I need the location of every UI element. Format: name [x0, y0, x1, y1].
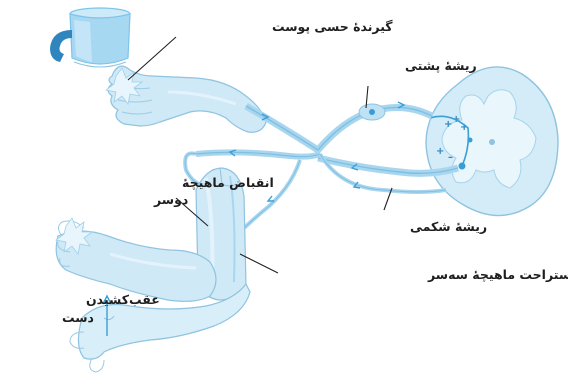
- label-hand-withdrawal-2: دست: [62, 310, 94, 325]
- label-triceps-relaxation: استراحت ماهیچهٔ سه‌سر: [427, 267, 568, 282]
- label-ventral-root: ریشهٔ شکمی: [410, 219, 487, 234]
- label-biceps-contraction-1: انقباض ماهیچهٔ: [182, 175, 274, 190]
- label-dorsal-root: ریشهٔ پشتی: [405, 58, 477, 73]
- svg-text:–: –: [448, 152, 453, 163]
- hot-cup-icon: [50, 8, 130, 67]
- label-skin-receptor: گیرندهٔ حسی پوست: [272, 19, 393, 34]
- spinal-cord-section-icon: + + + + –: [426, 67, 558, 216]
- svg-text:+: +: [436, 146, 444, 157]
- label-biceps-contraction-2: دوسر: [153, 192, 188, 207]
- label-hand-withdrawal-1: عقب‌کشیدن: [86, 292, 160, 307]
